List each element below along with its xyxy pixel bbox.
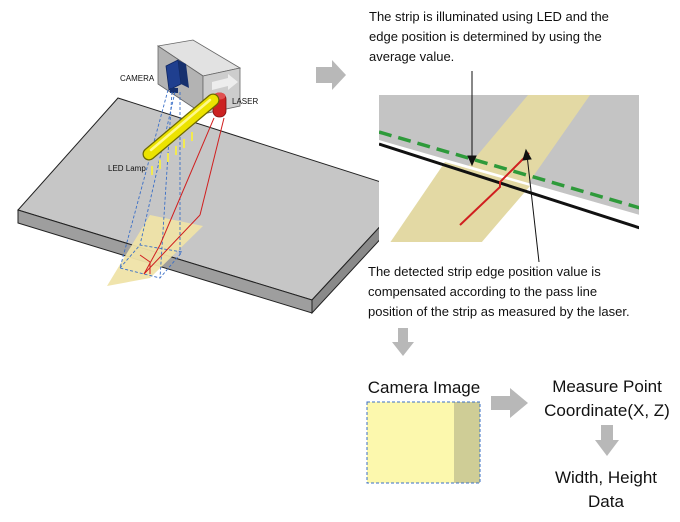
- arrow-to-detail: [316, 60, 346, 90]
- laser-beam: [139, 117, 225, 275]
- arrow-down-1: [392, 328, 414, 356]
- bottom-note-line-1: The detected strip edge position value i…: [368, 264, 601, 279]
- callout-pointers: [467, 71, 540, 263]
- measure-point-line-1: Measure Point: [552, 377, 662, 396]
- arrow-down-2: [595, 425, 619, 456]
- result-line-1: Width, Height: [555, 468, 657, 487]
- average-edge-line: [379, 130, 639, 210]
- laser-label: LASER: [232, 97, 258, 106]
- camera-image-label: Camera Image: [368, 378, 480, 397]
- laser-line-detail: [459, 152, 530, 226]
- bottom-note: The detected strip edge position value i…: [368, 264, 630, 319]
- top-note: The strip is illuminated using LED and t…: [369, 9, 609, 64]
- steel-plate-top: [17, 97, 413, 301]
- camera-icon: [165, 59, 189, 93]
- strip-on-plate: [107, 215, 203, 286]
- plate-edge-line: [379, 142, 639, 230]
- camera-image-preview: [366, 401, 481, 484]
- led-lamp-icon: [142, 93, 220, 175]
- bottom-note-line-3: position of the strip as measured by the…: [368, 304, 630, 319]
- top-note-line-1: The strip is illuminated using LED and t…: [369, 9, 609, 24]
- camera-label: CAMERA: [120, 74, 155, 83]
- setup-illustration: CAMERA LASER: [17, 39, 413, 315]
- measure-point-line-2: Coordinate(X, Z): [544, 401, 670, 420]
- led-lamp-label: LED Lamp: [108, 164, 146, 173]
- arrow-to-coordinate: [491, 388, 528, 418]
- top-note-line-2: edge position is determined by using the: [369, 29, 602, 44]
- top-note-line-3: average value.: [369, 49, 454, 64]
- bottom-note-line-2: compensated according to the pass line: [368, 284, 597, 299]
- edge-detail-view: [379, 95, 639, 242]
- camera-field-of-view: [119, 89, 183, 279]
- result-line-2: Data: [588, 492, 624, 511]
- housing-arrow-mark: [212, 74, 238, 90]
